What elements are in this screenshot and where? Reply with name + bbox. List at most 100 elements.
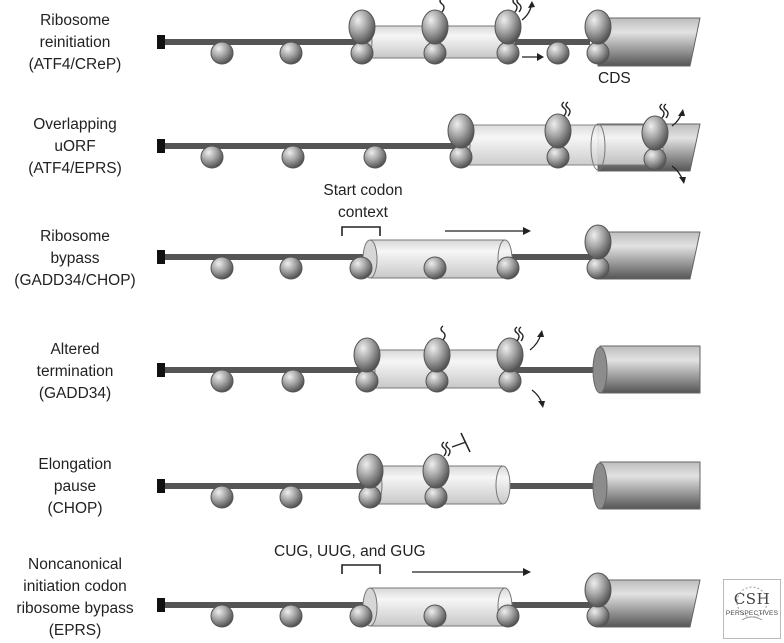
small-ribosome-subunit — [586, 256, 610, 280]
release-arrow-head — [678, 109, 685, 116]
cds-cylinder — [592, 345, 701, 394]
mrna-cap — [157, 139, 165, 153]
label-line: reinitiation — [39, 34, 111, 51]
label-line: (ATF4/CReP) — [28, 56, 122, 73]
row-label-ribosome-reinitiation: Ribosome reinitiation (ATF4/CReP) — [0, 10, 150, 76]
small-ribosome-subunit — [210, 41, 234, 65]
nascent-peptide — [440, 325, 446, 341]
label-line: (ATF4/EPRS) — [28, 160, 122, 177]
small-ribosome-subunit — [349, 604, 373, 628]
small-ribosome-subunit — [546, 145, 570, 169]
mrna-strand — [162, 254, 372, 260]
nascent-peptide — [512, 0, 522, 13]
label-line: Ribosome — [40, 12, 110, 29]
label-line: ribosome bypass — [16, 600, 134, 617]
small-ribosome-subunit — [424, 485, 448, 509]
release-arrow-head — [537, 330, 544, 337]
label-line: Noncanonical — [28, 556, 122, 573]
label-line: initiation codon — [23, 578, 127, 595]
small-ribosome-subunit — [643, 147, 667, 171]
small-ribosome-subunit — [423, 41, 447, 65]
small-ribosome-subunit — [210, 604, 234, 628]
small-ribosome-subunit — [279, 41, 303, 65]
mrna-strand — [505, 602, 595, 608]
row-altered-termination — [157, 325, 701, 408]
nascent-peptide — [514, 326, 524, 342]
label-line: pause — [53, 478, 97, 495]
row-noncanonical-initiation — [157, 564, 701, 628]
mrna-strand — [515, 39, 590, 45]
label-line: (EPRS) — [48, 622, 102, 639]
anno-line: Start codon — [323, 182, 403, 199]
small-ribosome-subunit — [355, 369, 379, 393]
small-ribosome-subunit — [423, 256, 447, 280]
csh-perspectives-logo: CSH PERSPECTIVES — [723, 579, 781, 639]
row-overlapping-uorf — [157, 101, 701, 184]
large-ribosome-subunit — [353, 337, 381, 373]
mrna-cap — [157, 479, 165, 493]
small-ribosome-subunit — [279, 256, 303, 280]
small-ribosome-subunit — [496, 256, 520, 280]
small-ribosome-subunit — [425, 369, 449, 393]
large-ribosome-subunit — [421, 9, 449, 45]
label-line: (CHOP) — [47, 500, 103, 517]
mrna-strand — [162, 602, 372, 608]
release-arrow-head — [538, 401, 545, 408]
cds-label: CDS — [598, 70, 631, 87]
pause-blocked-arrow — [451, 441, 467, 448]
large-ribosome-subunit — [494, 9, 522, 45]
label-line: termination — [36, 363, 114, 380]
small-ribosome-subunit — [586, 41, 610, 65]
small-ribosome-subunit — [349, 256, 373, 280]
logo-subtext: PERSPECTIVES — [725, 610, 779, 617]
large-ribosome-subunit — [423, 337, 451, 373]
large-ribosome-subunit — [584, 9, 612, 45]
scanning-arrow-head — [523, 227, 531, 235]
label-line: uORF — [54, 138, 96, 155]
cds-cylinder — [592, 461, 701, 510]
small-ribosome-subunit — [363, 145, 387, 169]
small-ribosome-subunit — [210, 369, 234, 393]
small-ribosome-subunit — [423, 604, 447, 628]
large-ribosome-subunit — [356, 453, 384, 489]
release-arrow-head — [528, 1, 535, 8]
small-ribosome-subunit — [496, 604, 520, 628]
small-ribosome-subunit — [281, 145, 305, 169]
nascent-peptide — [439, 0, 445, 13]
label-line: Ribosome — [40, 228, 110, 245]
alt-codon-bracket — [341, 564, 381, 574]
large-ribosome-subunit — [544, 113, 572, 149]
small-ribosome-subunit — [279, 485, 303, 509]
scanning-arrow-head — [537, 53, 544, 61]
row-label-noncanonical-initiation: Noncanonical initiation codon ribosome b… — [0, 554, 150, 642]
scanning-arrow-head — [523, 568, 531, 576]
row-label-ribosome-bypass: Ribosome bypass (GADD34/CHOP) — [0, 226, 150, 292]
row-ribosome-reinitiation — [157, 0, 701, 67]
alt-codons-label: CUG, UUG, and GUG — [274, 543, 426, 560]
nascent-peptide — [659, 103, 669, 119]
small-ribosome-subunit — [210, 256, 234, 280]
pause-bar — [460, 432, 471, 453]
label-line: bypass — [50, 250, 100, 267]
large-ribosome-subunit — [496, 337, 524, 373]
small-ribosome-subunit — [350, 41, 374, 65]
large-ribosome-subunit — [641, 115, 669, 151]
small-ribosome-subunit — [449, 145, 473, 169]
mrna-cap — [157, 598, 165, 612]
label-line: (GADD34/CHOP) — [14, 272, 136, 289]
small-ribosome-subunit — [281, 369, 305, 393]
cds-cylinder — [597, 17, 701, 67]
small-ribosome-subunit — [279, 604, 303, 628]
label-line: Elongation — [38, 456, 112, 473]
small-ribosome-subunit — [586, 604, 610, 628]
mrna-strand — [157, 35, 362, 49]
row-label-altered-termination: Altered termination (GADD34) — [0, 339, 150, 405]
small-ribosome-subunit — [358, 485, 382, 509]
mrna-cap — [157, 250, 165, 264]
nascent-peptide — [441, 441, 451, 457]
logo-emblem — [736, 586, 768, 621]
small-ribosome-subunit — [200, 145, 224, 169]
row-elongation-pause — [157, 432, 701, 510]
large-ribosome-subunit — [584, 224, 612, 260]
